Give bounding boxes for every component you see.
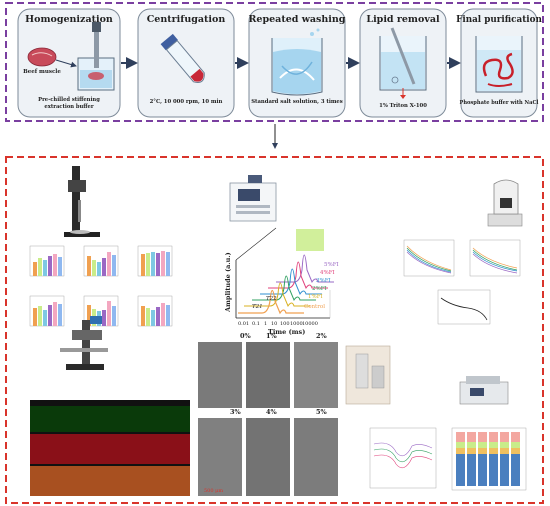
- clsm-image-grid: [30, 400, 190, 496]
- series-label: 4%FI: [320, 270, 335, 276]
- sem-label: 4%: [266, 408, 278, 416]
- nmr-legend: 5%FI 4%FI 3%FI 2%FI 1%FI Control: [304, 262, 339, 310]
- peak-label-t22: T22: [266, 296, 277, 302]
- step-title: Lipid removal: [366, 14, 440, 25]
- ftir-spectra-plot: [369, 427, 437, 489]
- triton-beaker-icon: [379, 27, 427, 99]
- series-label: 2%FI: [312, 286, 327, 292]
- series-label: 3%FI: [316, 278, 331, 284]
- rheology-plots: [403, 239, 521, 325]
- step-homogenization: Homogenization Beef muscle Pre-chilled s…: [17, 8, 121, 118]
- sem-instrument-icon: [345, 345, 391, 405]
- series-label: 1%FI: [308, 294, 323, 300]
- step-title: Repeated washing: [249, 14, 346, 25]
- sem-image-grid: 0% 1% 2% 3% 4% 5% 500 μm: [198, 332, 338, 496]
- svg-text:0.1: 0.1: [252, 321, 260, 327]
- confocal-microscope-icon: [60, 316, 108, 370]
- step-caption: 2°C, 10 000 rpm, 10 min: [150, 99, 223, 105]
- step-title: Centrifugation: [147, 14, 226, 25]
- texture-analyzer-icon: [64, 166, 100, 237]
- nmr-xlabel: Time (ms): [268, 328, 305, 336]
- step-caption-line2: extraction buffer: [44, 104, 93, 110]
- top-panel-border: [5, 2, 544, 122]
- washing-beaker-icon: [271, 28, 323, 96]
- step-caption: 1% Triton X-100: [379, 103, 427, 109]
- step-caption: Standard salt solution, 3 times: [251, 99, 343, 105]
- step-caption-line1: Pre-chilled stiffening: [38, 97, 100, 103]
- svg-text:1000: 1000: [290, 321, 303, 327]
- step-final-purification: Final purification Phosphate buffer with…: [456, 8, 542, 118]
- step-title: Homogenization: [25, 14, 113, 25]
- step-repeated-washing: Repeated washing Standard salt solution,…: [248, 8, 346, 118]
- secondary-structure-bars: [451, 427, 527, 491]
- series-label: 5%FI: [324, 262, 339, 268]
- sem-label: 2%: [316, 332, 328, 340]
- sem-label: 3%: [230, 408, 242, 416]
- sem-scale-bar: 500 μm: [204, 488, 223, 494]
- nmr-x-ticks: 0.01 0.1 1 10 100 1000 10000: [238, 321, 318, 327]
- bottom-panel-border: [5, 156, 544, 504]
- homogenizer-icon: [77, 22, 115, 91]
- svg-text:10: 10: [271, 321, 277, 327]
- step-centrifugation: Centrifugation 2°C, 10 000 rpm, 10 min: [137, 8, 235, 118]
- lf-nmr-instrument-icon: [229, 175, 277, 222]
- nmr-relaxation-plot: T21 T22 5%FI 4%FI 3%FI 2%FI 1%FI Control…: [224, 227, 339, 336]
- step-lipid-removal: Lipid removal 1% Triton X-100: [359, 8, 447, 118]
- peak-label-t21: T21: [252, 304, 263, 310]
- svg-text:10000: 10000: [302, 321, 318, 327]
- svg-text:0.01: 0.01: [238, 321, 249, 327]
- tpa-bar-charts: [29, 245, 173, 327]
- rheometer-icon: [487, 179, 523, 227]
- step-caption: Phosphate buffer with NaCl: [460, 100, 539, 106]
- sem-label: 5%: [316, 408, 328, 416]
- centrifuge-tube-icon: [160, 33, 205, 83]
- purified-myofibril-beaker-icon: [475, 36, 523, 93]
- svg-text:1: 1: [264, 321, 267, 327]
- ftir-spectrometer-icon: [459, 376, 509, 405]
- svg-text:100: 100: [280, 321, 290, 327]
- beef-muscle-label: Beef muscle: [23, 69, 61, 75]
- sem-label: 0%: [240, 332, 252, 340]
- beef-muscle-icon: [27, 47, 57, 67]
- nmr-ylabel: Amplitude (a.u.): [224, 252, 232, 313]
- step-title: Final purification: [456, 15, 542, 25]
- sem-label: 1%: [266, 332, 278, 340]
- series-label: Control: [304, 304, 325, 310]
